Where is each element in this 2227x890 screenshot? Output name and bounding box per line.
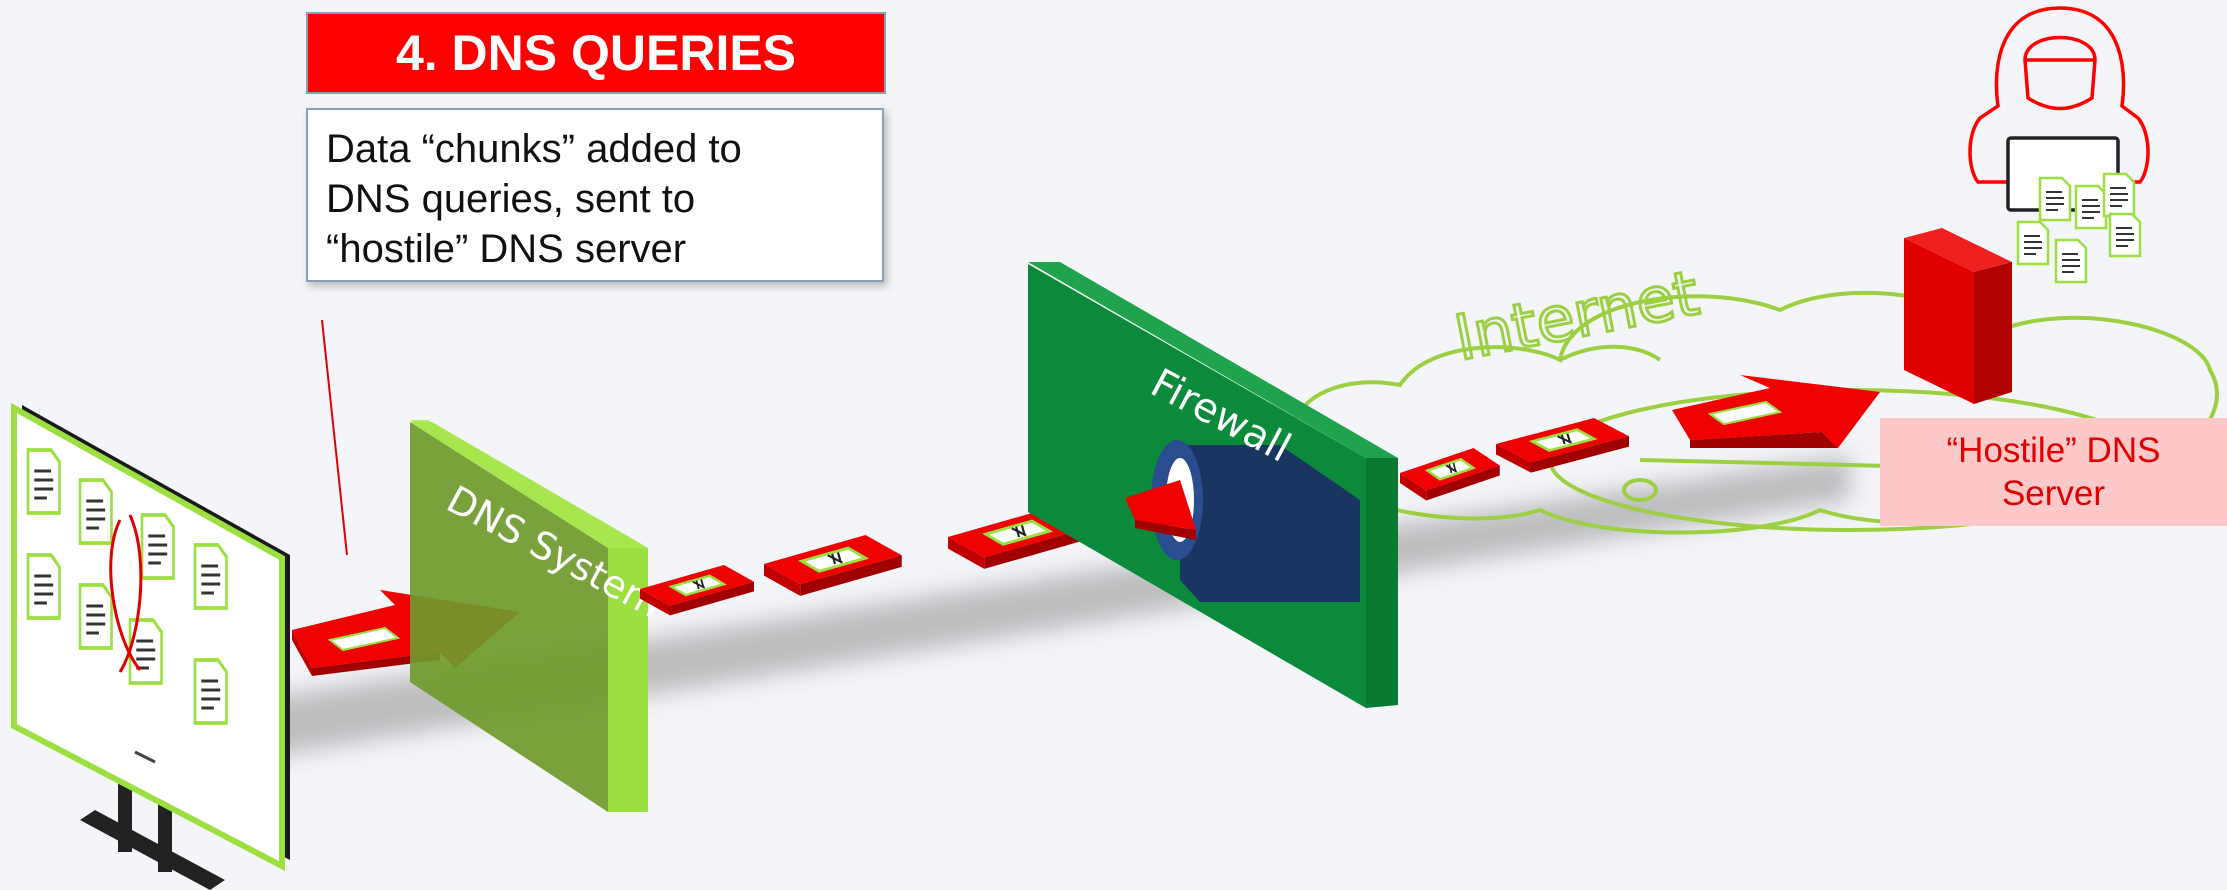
dns-server-icon — [1904, 228, 2012, 404]
hostile-label-line: “Hostile” DNS — [1947, 429, 2161, 472]
title-banner: 4. DNS QUERIES — [306, 12, 886, 94]
dns-system-panel — [410, 420, 648, 812]
description-line: Data “chunks” added to — [326, 124, 864, 174]
hostile-dns-server-label: “Hostile” DNS Server — [1880, 418, 2227, 526]
dns-packet-icon — [1400, 418, 1629, 501]
description-line: “hostile” DNS server — [326, 224, 864, 274]
firewall-panel — [1028, 262, 1398, 708]
hostile-label-line: Server — [2002, 472, 2105, 515]
pointer-line — [322, 320, 347, 555]
computer-monitor-icon — [14, 405, 290, 890]
description-line: DNS queries, sent to — [326, 174, 864, 224]
title-text: 4. DNS QUERIES — [396, 24, 796, 82]
internet-label: Internet — [1449, 256, 1705, 375]
description-box: Data “chunks” added to DNS queries, sent… — [306, 108, 884, 282]
flow-arrow-final — [1672, 375, 1880, 448]
